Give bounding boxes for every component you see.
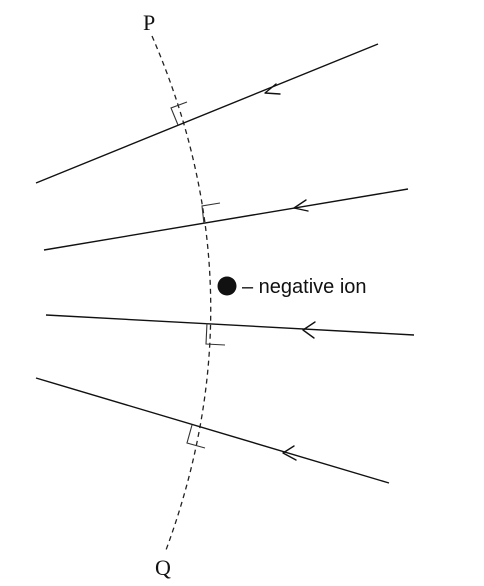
field-line-1: [35, 43, 379, 184]
field-line-1-arrow: [264, 83, 281, 95]
equipotential-curve: [151, 35, 212, 551]
ion-label: – negative ion: [242, 276, 367, 298]
field-line-4-arrow: [282, 445, 297, 461]
field-line-3: [45, 314, 415, 336]
right-angle-marker-4: [186, 424, 206, 449]
label-q: Q: [155, 555, 171, 580]
label-p: P: [143, 10, 155, 35]
right-angle-marker-1: [170, 101, 188, 126]
field-line-3-arrow: [302, 321, 316, 339]
right-angle-marker-2: [201, 202, 221, 225]
field-line-4: [35, 377, 390, 484]
right-angle-marker-3: [205, 322, 226, 346]
field-line-2-arrow: [293, 199, 309, 212]
field-line-2: [43, 188, 409, 251]
negative-ion-dot: [217, 276, 237, 296]
